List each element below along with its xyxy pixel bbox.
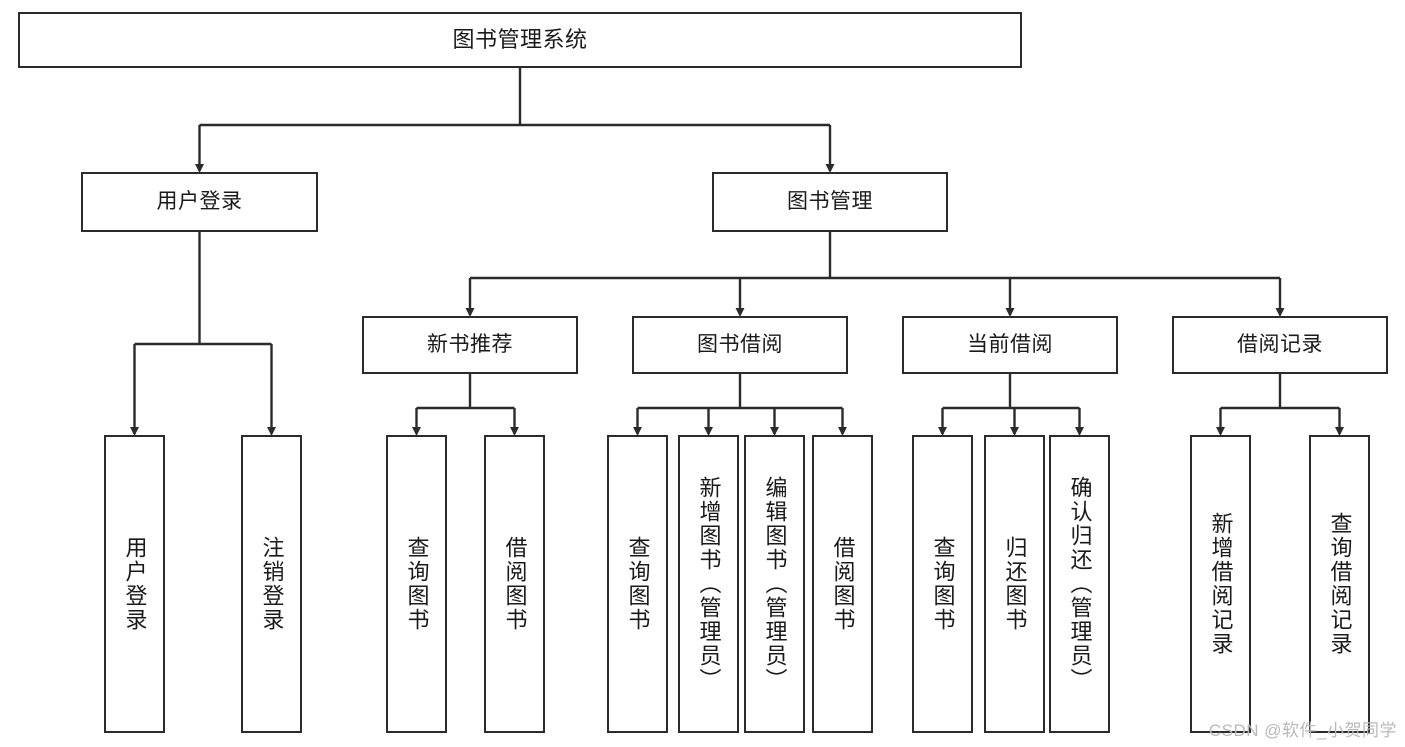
node-leaf-bw-add[interactable]: 新增图书（管理员）: [678, 435, 739, 733]
node-label-leaf-bw-add: 新增图书（管理员）: [696, 476, 722, 692]
node-label-leaf-rec-query: 查询借阅记录: [1327, 512, 1353, 656]
node-label-leaf-nb-borrow: 借阅图书: [502, 536, 528, 632]
node-leaf-nb-borrow[interactable]: 借阅图书: [484, 435, 545, 733]
node-leaf-nb-query[interactable]: 查询图书: [386, 435, 447, 733]
node-label-leaf-user-logout: 注销登录: [259, 536, 285, 632]
node-label-leaf-rec-add: 新增借阅记录: [1208, 512, 1234, 656]
node-leaf-rec-add[interactable]: 新增借阅记录: [1190, 435, 1251, 733]
node-label-login: 用户登录: [156, 189, 243, 213]
node-label-leaf-cur-query: 查询图书: [930, 536, 956, 632]
node-leaf-cur-confirm[interactable]: 确认归还（管理员）: [1049, 435, 1110, 733]
node-label-newbook: 新书推荐: [427, 332, 513, 356]
node-leaf-bw-edit[interactable]: 编辑图书（管理员）: [744, 435, 805, 733]
node-leaf-cur-return[interactable]: 归还图书: [984, 435, 1045, 733]
node-login[interactable]: 用户登录: [81, 172, 318, 232]
node-label-borrow: 图书借阅: [697, 332, 783, 356]
node-leaf-user-login[interactable]: 用户登录: [104, 435, 165, 733]
node-newbook[interactable]: 新书推荐: [362, 316, 578, 374]
node-leaf-user-logout[interactable]: 注销登录: [241, 435, 302, 733]
node-label-leaf-user-login: 用户登录: [122, 536, 148, 632]
node-label-bookmgmt: 图书管理: [787, 189, 873, 213]
node-label-leaf-bw-query: 查询图书: [625, 536, 651, 632]
node-bookmgmt[interactable]: 图书管理: [712, 172, 948, 232]
node-label-leaf-bw-edit: 编辑图书（管理员）: [762, 476, 788, 692]
node-records[interactable]: 借阅记录: [1172, 316, 1388, 374]
node-label-leaf-nb-query: 查询图书: [404, 536, 430, 632]
node-root[interactable]: 图书管理系统: [18, 12, 1022, 68]
node-label-records: 借阅记录: [1237, 332, 1323, 356]
node-borrow[interactable]: 图书借阅: [632, 316, 848, 374]
csdn-watermark: CSDN @软件_小贺同学: [1208, 721, 1397, 740]
node-leaf-bw-query[interactable]: 查询图书: [607, 435, 668, 733]
node-leaf-rec-query[interactable]: 查询借阅记录: [1309, 435, 1370, 733]
node-leaf-bw-borrow[interactable]: 借阅图书: [812, 435, 873, 733]
node-label-current: 当前借阅: [967, 332, 1053, 356]
node-label-root: 图书管理系统: [452, 27, 588, 53]
node-leaf-cur-query[interactable]: 查询图书: [912, 435, 973, 733]
node-label-leaf-cur-return: 归还图书: [1002, 536, 1028, 632]
node-label-leaf-cur-confirm: 确认归还（管理员）: [1067, 476, 1093, 692]
node-label-leaf-bw-borrow: 借阅图书: [830, 536, 856, 632]
node-current[interactable]: 当前借阅: [902, 316, 1118, 374]
